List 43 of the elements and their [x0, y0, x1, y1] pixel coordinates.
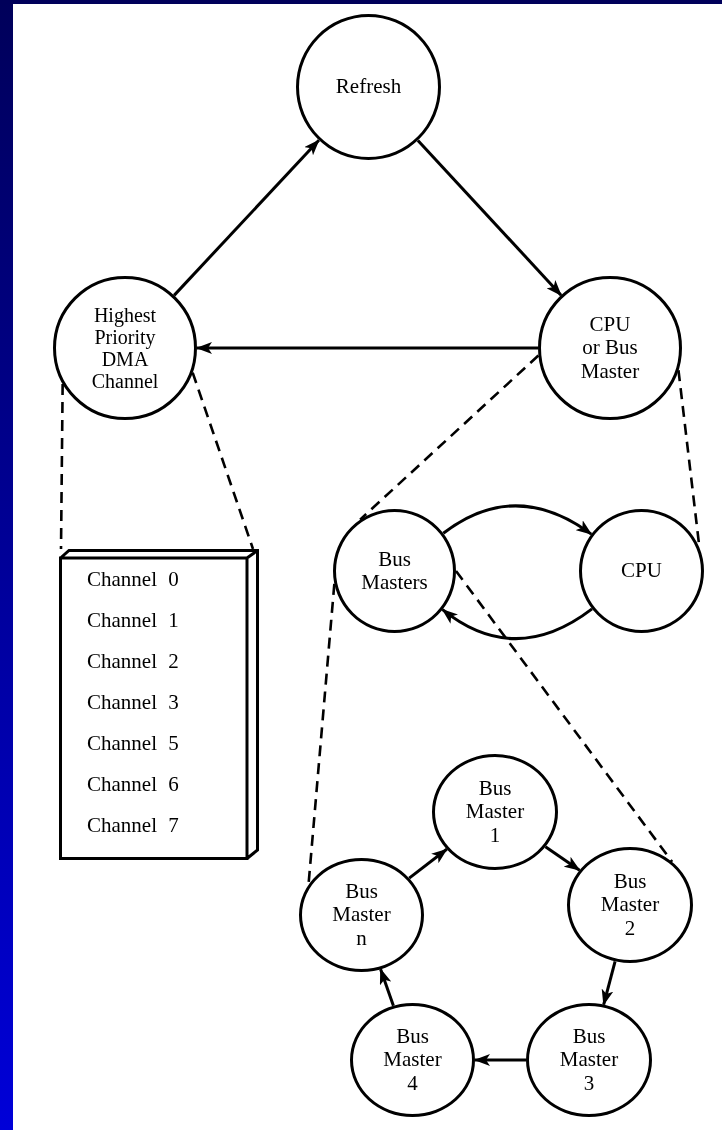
state-circle	[538, 276, 682, 420]
state-circle	[567, 847, 693, 963]
state-circle	[432, 754, 558, 870]
channel-label: Channel 7	[87, 813, 179, 837]
circle-label: Highest Priority DMA Channel	[91, 304, 159, 392]
circle-label: Refresh	[335, 75, 402, 99]
channel-label: Channel 1	[87, 608, 179, 632]
state-circle	[350, 1003, 475, 1117]
arrow	[379, 968, 395, 1007]
channel-label: Channel 5	[87, 731, 179, 755]
dashed-line	[454, 570, 674, 863]
arrow	[416, 139, 563, 297]
circle-label: Bus Master 2	[600, 870, 660, 940]
circle-label: Bus Master 3	[559, 1025, 619, 1095]
dashed-line	[359, 354, 540, 521]
channel-label: Channel 2	[87, 649, 179, 673]
circle-label: Bus Master 4	[383, 1025, 442, 1095]
state-circle	[53, 276, 197, 420]
arrow	[544, 845, 581, 872]
state-circle	[299, 858, 424, 972]
arrow	[196, 342, 538, 354]
circle-label: CPU or Bus Master	[580, 313, 640, 383]
dashed-line	[191, 372, 255, 550]
state-circle	[579, 509, 704, 633]
channel-label: Channel 6	[87, 772, 179, 796]
channel-label: Channel 0	[87, 567, 179, 591]
state-circle	[333, 509, 456, 633]
circle-label: Bus Master n	[332, 880, 391, 950]
circle-label: Bus Masters	[361, 547, 428, 595]
arrow	[474, 1054, 526, 1066]
circle-label: Bus Master 1	[465, 777, 525, 847]
arrow	[173, 139, 320, 297]
dashed-line	[59, 384, 64, 549]
channel-label: Channel 3	[87, 690, 179, 714]
arrow	[441, 607, 593, 641]
state-circle	[526, 1003, 652, 1117]
arrow	[442, 504, 593, 536]
circle-label: CPU	[621, 559, 662, 583]
arrow	[601, 960, 617, 1006]
dashed-line	[307, 583, 336, 885]
state-circle	[296, 14, 441, 160]
arrow	[408, 848, 448, 880]
channel-list-box	[59, 549, 259, 860]
